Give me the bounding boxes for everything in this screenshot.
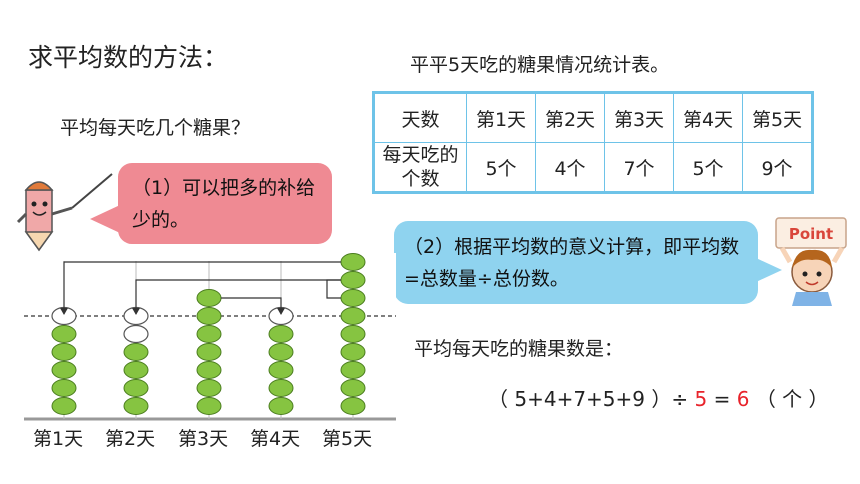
green-bead: [268, 343, 294, 361]
table-row-label: 每天吃的个数: [374, 142, 467, 192]
green-bead: [340, 289, 366, 307]
candy-stats-table: 天数 第1天 第2天 第3天 第4天 第5天 每天吃的个数 5个 4个 7个 5…: [372, 91, 814, 194]
result-label: 平均每天吃的糖果数是：: [414, 338, 624, 360]
table-day-cell: 第2天: [535, 93, 605, 143]
empty-bead: [123, 324, 149, 344]
day-label: 第1天: [33, 428, 84, 450]
bubble-1-text: （1）可以把多的补给少的。: [132, 177, 316, 231]
formula-sum: （ 5+4+7+5+9 ）÷: [488, 387, 689, 411]
green-bead: [51, 379, 77, 397]
table-title: 平平5天吃的糖果情况统计表。: [410, 54, 670, 76]
green-bead: [51, 343, 77, 361]
green-bead: [123, 379, 149, 397]
table-count-cell: 5个: [673, 142, 743, 192]
green-bead: [196, 361, 222, 379]
green-bead: [268, 397, 294, 415]
green-bead: [196, 307, 222, 325]
arrow-head: [132, 308, 140, 315]
arrow-head: [60, 308, 68, 315]
pencil-character-icon: [16, 173, 113, 252]
formula-result: 6: [736, 387, 750, 411]
green-bead: [51, 361, 77, 379]
speech-bubble-2: [394, 221, 758, 304]
question-text: 平均每天吃几个糖果？: [60, 117, 251, 139]
green-bead: [51, 397, 77, 415]
table-header-row: 天数 第1天 第2天 第3天 第4天 第5天: [374, 93, 812, 143]
bubble-2-text: （2）根据平均数的意义计算，即平均数=总数量÷总份数。: [404, 236, 740, 290]
move-bracket: [326, 279, 341, 299]
green-bead: [196, 397, 222, 415]
bubble-tail: [90, 205, 120, 233]
move-arrow: [135, 279, 341, 314]
green-bead: [196, 289, 222, 307]
green-bead: [51, 325, 77, 343]
bubble-tail: [756, 258, 782, 282]
green-bead: [340, 397, 366, 415]
table-count-cell: 5个: [466, 142, 536, 192]
green-bead: [340, 379, 366, 397]
green-bead: [340, 271, 366, 289]
formula-equals: =: [713, 387, 731, 411]
move-arrow: [63, 261, 341, 314]
speech-bubble-1: [118, 163, 332, 244]
table-count-cell: 9个: [742, 142, 812, 192]
girl-with-sign-icon: Point: [775, 217, 847, 306]
table-count-cell: 7个: [604, 142, 674, 192]
green-bead: [123, 361, 149, 379]
bead-diagram: [24, 253, 396, 423]
formula-unit: （ 个 ）: [755, 387, 829, 411]
method-title: 求平均数的方法：: [28, 43, 229, 72]
green-bead: [268, 325, 294, 343]
day-label: 第5天: [322, 428, 373, 450]
green-bead: [123, 343, 149, 361]
green-bead: [196, 343, 222, 361]
green-bead: [196, 379, 222, 397]
sign-text: Point: [789, 225, 833, 243]
average-formula: （ 5+4+7+5+9 ）÷ 5 = 6 （ 个 ）: [488, 383, 829, 412]
green-bead: [340, 325, 366, 343]
day-label: 第3天: [178, 428, 229, 450]
green-bead: [268, 361, 294, 379]
table-day-cell: 第5天: [742, 93, 812, 143]
table-day-cell: 第4天: [673, 93, 743, 143]
green-bead: [340, 343, 366, 361]
table-count-cell: 4个: [535, 142, 605, 192]
day-label: 第2天: [105, 428, 156, 450]
arrow-head: [277, 308, 285, 315]
table-day-cell: 第1天: [466, 93, 536, 143]
green-bead: [340, 307, 366, 325]
formula-divisor: 5: [694, 387, 708, 411]
table-count-row: 每天吃的个数 5个 4个 7个 5个 9个: [374, 142, 812, 192]
green-bead: [123, 397, 149, 415]
green-bead: [340, 253, 366, 271]
green-bead: [340, 361, 366, 379]
table-header-label: 天数: [374, 93, 467, 143]
table-day-cell: 第3天: [604, 93, 674, 143]
green-bead: [196, 325, 222, 343]
day-label: 第4天: [250, 428, 301, 450]
green-bead: [268, 379, 294, 397]
